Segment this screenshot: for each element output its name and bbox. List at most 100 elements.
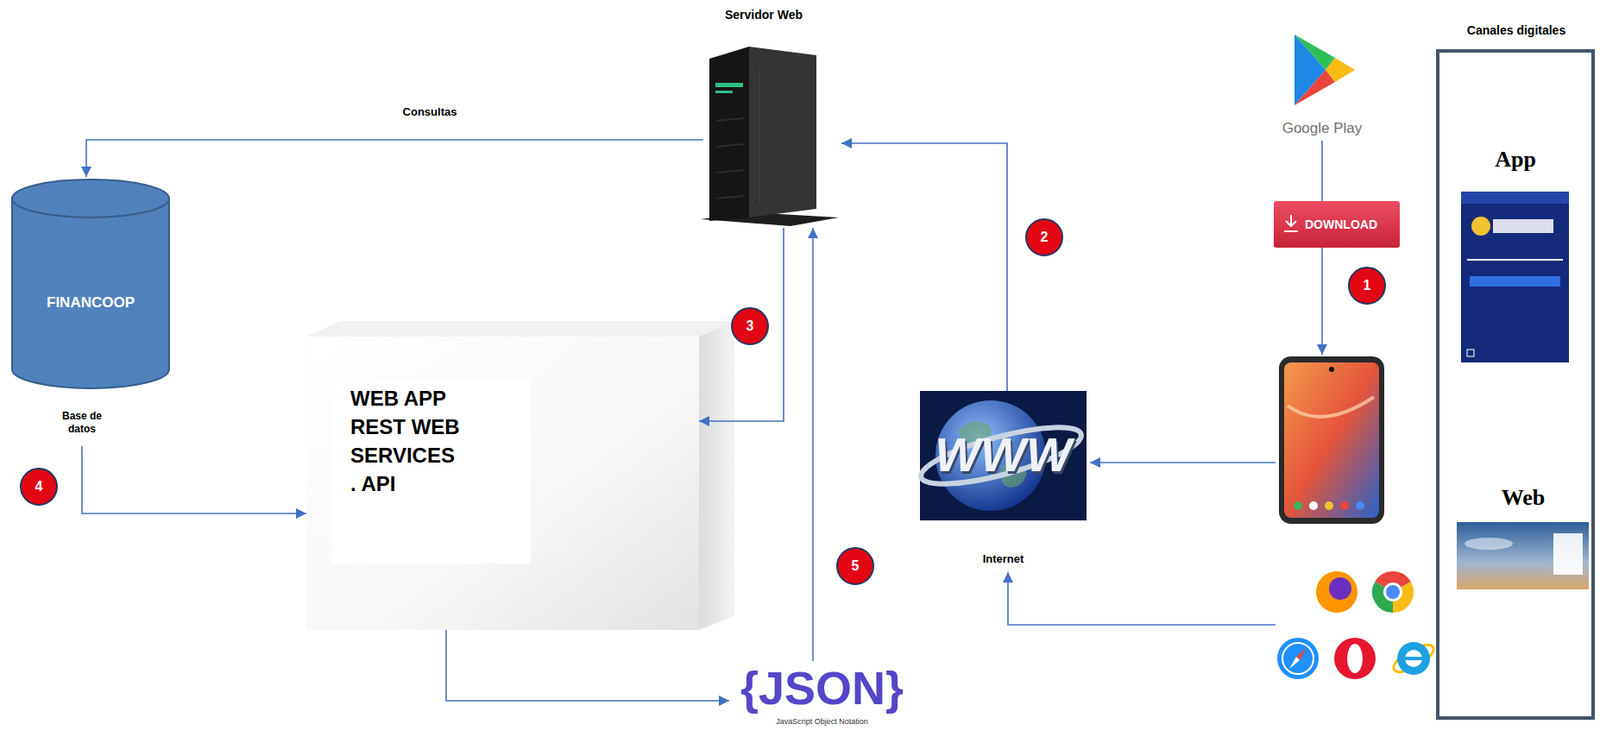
- node-text: Canales digitales: [1436, 22, 1597, 38]
- browser-icons: [1289, 656, 1300, 669]
- browser-icons: [1383, 582, 1403, 602]
- node-text: Internet: [919, 552, 1087, 567]
- web-channel: Web: [1455, 481, 1595, 593]
- callout-number: 3: [730, 307, 769, 346]
- cube-box: [306, 336, 700, 630]
- connector-arrow: [699, 227, 784, 422]
- connector-arrow: [86, 139, 704, 177]
- database-cylinder: [12, 198, 170, 389]
- cube-box: [306, 321, 735, 630]
- browsers-node: [1275, 569, 1435, 684]
- connector-arrow: [1089, 461, 1276, 464]
- web-app-box: WEB APP REST WEB SERVICES . API: [306, 336, 700, 630]
- server-tower: [716, 195, 744, 199]
- callout-number: 4: [19, 467, 58, 506]
- smartphone: [1329, 366, 1335, 372]
- node-text: WWW: [919, 427, 1087, 483]
- app-screenshot: [1467, 349, 1475, 357]
- channels-panel: Canales digitalesAppWeb: [1436, 17, 1600, 720]
- callout-number: 2: [1025, 218, 1064, 257]
- browser-icons: [1329, 577, 1352, 600]
- node-text: Google Play: [1270, 119, 1374, 138]
- cube-box: [331, 379, 531, 564]
- server-tower: [716, 144, 744, 147]
- web-screenshot: [1553, 533, 1583, 575]
- browser-icons: [1347, 643, 1363, 674]
- node-text: App: [1458, 146, 1573, 173]
- download-button: [1284, 214, 1298, 232]
- connector-arrow: [1321, 247, 1323, 355]
- connector-arrow: [1321, 140, 1323, 202]
- app-screenshot: [1492, 219, 1554, 234]
- smartphone: [1340, 501, 1349, 511]
- download-button: [1273, 201, 1400, 248]
- web-screenshot: [1456, 522, 1589, 590]
- google-play-logo: [1294, 69, 1336, 106]
- server-tower: [715, 90, 733, 94]
- internet-node: WWW Internet: [919, 390, 1090, 573]
- www-globe: [916, 390, 1087, 521]
- app-screenshot: [1461, 191, 1569, 363]
- node-text: Servidor Web: [694, 6, 833, 23]
- server-tower: [759, 69, 761, 203]
- google-play-logo: [1325, 57, 1355, 82]
- node-text: Base de datos: [55, 409, 109, 436]
- connector-arrow: [1007, 572, 1276, 625]
- app-channel: App: [1458, 144, 1576, 365]
- smartphone: [1355, 501, 1365, 511]
- www-globe: [919, 390, 1087, 521]
- edge-label: Consultas: [386, 105, 473, 120]
- browser-icons: [1334, 637, 1376, 680]
- cube-box: [699, 321, 735, 630]
- browser-icons: [1389, 639, 1437, 677]
- smartphone: [1284, 362, 1380, 518]
- browser-icons: [1397, 642, 1430, 675]
- json-node: {JSON}JavaScript Object Notation: [729, 661, 919, 732]
- browser-icons: [1282, 642, 1314, 675]
- server-tower: [716, 170, 744, 173]
- smartphone: [1278, 356, 1385, 524]
- smartphone: [1293, 501, 1303, 511]
- node-text: FINANCOOP: [10, 294, 171, 312]
- app-screenshot: [1471, 216, 1491, 236]
- connector-arrow: [446, 629, 730, 701]
- cube-box: [306, 321, 735, 337]
- browser-icons: [1404, 656, 1423, 661]
- database-node: FINANCOOP Base de datos: [10, 176, 175, 447]
- database-cylinder: [12, 179, 170, 218]
- channels-panel-border: [1437, 50, 1594, 719]
- browser-icons: [1385, 585, 1400, 599]
- server-node: Servidor Web: [703, 3, 842, 228]
- web-screenshot: [1456, 522, 1589, 590]
- connector-arrow: [841, 143, 1008, 391]
- www-globe: [916, 415, 1087, 496]
- app-screenshot: [1461, 191, 1569, 363]
- node-text: JavaScript Object Notation: [729, 716, 915, 727]
- browser-icons: [1316, 571, 1358, 613]
- smartphone: [1287, 396, 1374, 417]
- node-text: DOWNLOAD: [1304, 216, 1392, 233]
- app-screenshot: [1467, 258, 1563, 261]
- server-tower: [700, 46, 839, 227]
- browser-icons: [1404, 649, 1423, 668]
- smartphone: [1309, 501, 1318, 511]
- google-play-node: Google Play: [1270, 30, 1378, 141]
- smartphone: [1278, 356, 1385, 524]
- download-button: DOWNLOAD: [1273, 201, 1400, 248]
- server-tower: [716, 118, 744, 121]
- callout-number: 5: [836, 547, 875, 586]
- browser-icons: [1277, 637, 1319, 680]
- connector-arrow: [812, 227, 814, 662]
- database-cylinder: [12, 179, 170, 389]
- callout-number: 1: [1348, 266, 1386, 305]
- web-screenshot: [1464, 537, 1513, 550]
- connector-arrow: [81, 446, 307, 514]
- channels-panel-border: [1437, 50, 1594, 719]
- google-play-logo: [1294, 34, 1355, 106]
- node-text: Web: [1455, 485, 1592, 511]
- download-button: [1273, 201, 1400, 248]
- server-tower: [715, 82, 744, 88]
- server-tower: [749, 46, 817, 218]
